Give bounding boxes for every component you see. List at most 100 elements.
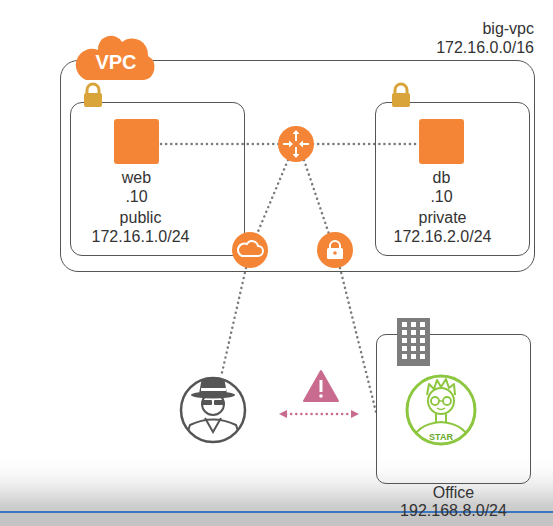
hacker-icon (214, 400, 224, 405)
building-icon (411, 338, 416, 343)
node-text-group: public172.16.1.0/24 (76, 208, 206, 246)
node-label: db (342, 168, 542, 187)
instance-box: db.10 (419, 119, 464, 164)
router-icon (302, 143, 309, 145)
vpc-cloud-icon (76, 36, 155, 80)
warning-icon (319, 394, 323, 398)
office-user-icon (443, 397, 451, 405)
node-label: 172.16.0.0/16 (436, 38, 534, 57)
node-label: web (37, 168, 237, 187)
internet-gateway-icon (232, 232, 268, 268)
office-user-icon (439, 400, 443, 402)
dotted-link (161, 144, 419, 412)
hacker-icon (201, 388, 226, 391)
building-icon (420, 338, 425, 343)
building-icon (411, 330, 416, 335)
node-label: .10 (37, 187, 237, 206)
building-icon (411, 322, 416, 327)
node-label: private (378, 208, 508, 227)
building-icon (411, 354, 416, 359)
warning-icon (304, 371, 338, 401)
office-user-icon (437, 408, 445, 410)
building-icon (402, 330, 407, 335)
vpn-gateway-icon (327, 248, 343, 259)
office-user-icon (428, 388, 454, 414)
node-text-group: big-vpc172.16.0.0/16 (436, 19, 534, 57)
node-label: public (76, 208, 206, 227)
instance-box: web.10 (114, 119, 159, 164)
vpn-gateway-icon (317, 232, 353, 268)
office-user-icon (411, 422, 471, 446)
building-icon (397, 318, 430, 366)
bottom-band (0, 455, 553, 526)
building-icon (420, 354, 425, 359)
threat-arrow (279, 410, 359, 418)
node-label: 172.16.1.0/24 (76, 227, 206, 246)
building-icon (420, 322, 425, 327)
dotted-link (304, 160, 329, 234)
node-text-group: db.10 (342, 168, 542, 206)
building-icon (402, 338, 407, 343)
vpc-cloud-icon (76, 36, 155, 80)
node-label: 192.168.8.0/24 (354, 502, 553, 520)
threat-arrow (286, 413, 352, 416)
building-icon (411, 346, 416, 351)
router-icon (283, 143, 290, 145)
vpn-gateway-icon (333, 251, 337, 255)
node-text-group: Office192.168.8.0/24 (354, 484, 553, 520)
padlock-icon (395, 84, 407, 94)
building-icon (402, 322, 407, 327)
internet-gateway-icon (232, 232, 268, 268)
office-user-icon (407, 376, 475, 444)
vpn-gateway-icon (317, 232, 353, 268)
threat-arrow (279, 410, 287, 418)
vpn-gateway-icon (330, 241, 340, 249)
hacker-icon (205, 418, 221, 432)
dotted-link (221, 268, 246, 377)
padlock-icon (84, 84, 410, 107)
internet-gateway-icon (238, 241, 263, 256)
node-label: 172.16.2.0/24 (378, 227, 508, 246)
hacker-icon (191, 392, 235, 399)
office-user-icon (427, 379, 455, 395)
node-text-group: web.10 (37, 168, 237, 206)
hacker-icon (181, 378, 245, 442)
building-icon (402, 346, 407, 351)
router-icon (289, 141, 293, 148)
hacker-icon (202, 400, 212, 405)
padlock-icon (87, 84, 99, 94)
router-icon (295, 134, 297, 141)
subnet-box: public172.16.1.0/24 web.10 (70, 102, 245, 256)
building-icon (402, 354, 407, 359)
padlock-icon (84, 93, 102, 107)
dotted-link (161, 143, 279, 146)
dotted-link (313, 143, 419, 146)
office-user-icon (431, 397, 439, 405)
router-icon (293, 154, 300, 158)
office-user-icon (407, 376, 475, 444)
building-icon (397, 318, 430, 366)
warning-icon (320, 380, 323, 392)
padlock-icon (392, 93, 410, 107)
office-user-icon (407, 376, 475, 446)
router-icon (295, 147, 297, 154)
shirt-label: STAR (421, 432, 461, 442)
building-icon (420, 346, 425, 351)
router-icon (293, 130, 300, 134)
node-text-group: private172.16.2.0/24 (378, 208, 508, 246)
icon-label: VPC (80, 51, 152, 74)
router-icon (278, 126, 314, 162)
hacker-icon (181, 375, 245, 447)
node-label: .10 (342, 187, 542, 206)
warning-icon (304, 371, 338, 401)
node-label: big-vpc (436, 19, 534, 38)
vpc-region: big-vpc172.16.0.0/16public172.16.1.0/24w… (60, 60, 535, 272)
threat-arrow (351, 410, 359, 418)
dotted-link (257, 160, 288, 234)
router-icon (299, 141, 303, 148)
dotted-link (340, 268, 376, 412)
building-icon (420, 330, 425, 335)
